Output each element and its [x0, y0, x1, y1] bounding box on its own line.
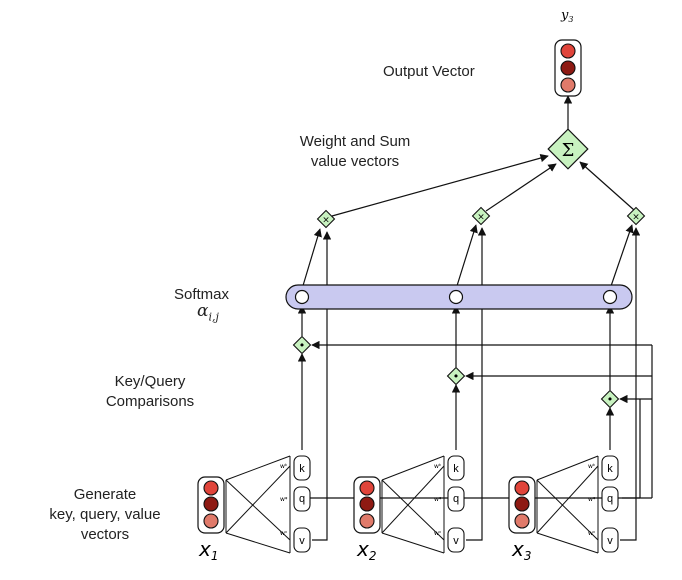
softmax-node [448, 289, 464, 305]
query-box [447, 486, 465, 512]
connection-lines [297, 95, 653, 541]
svg-text:wᵠ: wᵠ [588, 496, 596, 503]
svg-text:wᵛ: wᵛ [588, 530, 596, 537]
key-box [293, 455, 311, 481]
key-box [447, 455, 465, 481]
svg-text:k: k [607, 463, 613, 475]
svg-text:v: v [453, 535, 459, 547]
softmax-node [602, 289, 618, 305]
weight-fan [536, 455, 599, 554]
svg-text:Σ: Σ [562, 140, 575, 161]
key-query-line2: Comparisons [105, 393, 195, 410]
output-vector [554, 39, 582, 97]
svg-text:×: × [477, 213, 485, 223]
value2-to-mult [466, 227, 487, 541]
svg-text:×: × [322, 216, 330, 226]
svg-text:wᵠ: wᵠ [434, 496, 442, 503]
value-box [601, 527, 619, 553]
svg-text:wᵠ: wᵠ [280, 496, 288, 503]
value3-to-mult [620, 227, 641, 541]
query-box [293, 486, 311, 512]
generate-line1: Generate [73, 486, 137, 503]
input-block-1: wᵏ wᵠ wᵛ k q v x1 [197, 455, 311, 563]
sum-node: Σ [547, 128, 589, 170]
input-label: x2 [356, 537, 376, 563]
svg-text:wᵛ: wᵛ [434, 530, 442, 537]
input-block-2: wᵏ wᵠ wᵛ k q v x2 [353, 455, 465, 563]
weight-and-sum-label: Weight and Sum value vectors [290, 132, 420, 172]
svg-text:q: q [453, 493, 459, 505]
dot-product-node: • [292, 335, 312, 355]
svg-text:wᵏ: wᵏ [280, 463, 288, 470]
input-label: x3 [511, 537, 531, 563]
svg-text:q: q [607, 493, 613, 505]
weight-fan [381, 455, 445, 554]
alpha-label: αi,j [197, 301, 219, 324]
value-box [293, 527, 311, 553]
svg-text:q: q [299, 493, 305, 505]
mult3-to-sum [579, 161, 635, 211]
weight-fan [225, 455, 291, 554]
value-box [447, 527, 465, 553]
svg-text:×: × [632, 213, 640, 223]
softmax-node [294, 289, 310, 305]
output-label: y3 [560, 8, 573, 24]
softmax2-to-mult [455, 224, 478, 290]
svg-text:•: • [299, 339, 306, 352]
svg-text:wᵏ: wᵏ [588, 463, 596, 470]
key-query-line1: Key/Query [114, 373, 186, 390]
weight-and-sum-line2: value vectors [310, 153, 400, 170]
svg-text:k: k [453, 463, 459, 475]
query-box [601, 486, 619, 512]
output-vector-label: Output Vector [383, 63, 475, 80]
mult1-to-sum [331, 153, 549, 217]
svg-text:wᵛ: wᵛ [280, 530, 288, 537]
key-box [601, 455, 619, 481]
svg-text:k: k [299, 463, 305, 475]
softmax3-to-mult [609, 224, 634, 290]
key-query-label: Key/Query Comparisons [95, 372, 205, 412]
value1-to-mult [312, 231, 332, 541]
input-label: x1 [198, 537, 218, 563]
multiply-node: × [316, 209, 336, 229]
svg-text:v: v [607, 535, 613, 547]
softmax1-to-mult [301, 228, 322, 290]
svg-text:v: v [299, 535, 305, 547]
dot-product-node: • [600, 389, 620, 409]
generate-label: Generate key, query, value vectors [40, 485, 170, 545]
svg-text:•: • [607, 393, 614, 406]
svg-text:wᵏ: wᵏ [434, 463, 442, 470]
generate-line3: vectors [80, 526, 130, 543]
weight-and-sum-line1: Weight and Sum [299, 133, 411, 150]
input-block-3: wᵏ wᵠ wᵛ k q v x3 [508, 455, 619, 563]
generate-line2: key, query, value [49, 506, 161, 523]
multiply-node: × [626, 206, 646, 226]
multiply-node: × [471, 206, 491, 226]
softmax-label: Softmax [174, 286, 230, 303]
dot-product-node: • [446, 366, 466, 386]
mult2-to-sum [485, 163, 557, 212]
svg-text:•: • [453, 370, 460, 383]
